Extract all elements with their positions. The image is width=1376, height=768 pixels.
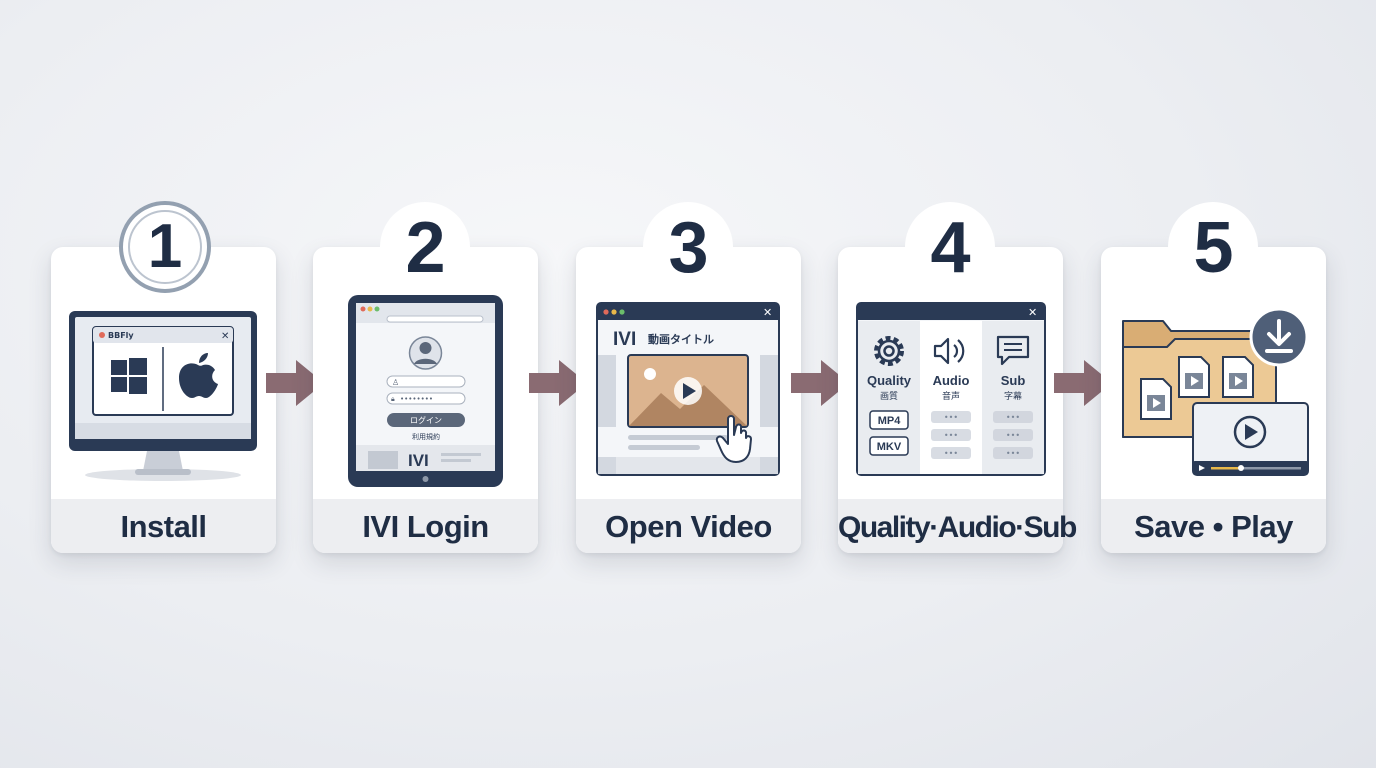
arrow-right-icon xyxy=(1054,360,1112,406)
step-number: 1 xyxy=(147,212,183,281)
step-label: Save • Play xyxy=(1134,509,1293,544)
user-icon xyxy=(408,336,443,370)
svg-text:🔒︎: 🔒︎ xyxy=(391,395,395,403)
audio-option[interactable] xyxy=(931,447,971,459)
format-mkv-button[interactable] xyxy=(869,436,909,456)
video-player[interactable] xyxy=(1192,402,1309,476)
play-icon xyxy=(674,377,702,405)
settings-window-illustration: ✕ Quality 画質 MP4 MKV Audio 音声 ••• ••• ••… xyxy=(856,302,1046,476)
svg-text:✕: ✕ xyxy=(221,331,229,342)
windows-icon xyxy=(111,358,147,394)
subtitle-option[interactable] xyxy=(993,411,1033,423)
svg-text:•••: ••• xyxy=(1006,413,1020,422)
step-number-badge: 1 xyxy=(119,201,211,293)
step-card-quality-audio-sub: 4 ✕ Quality 画質 MP4 MKV Audio 音声 ••• ••• xyxy=(838,202,1077,553)
audio-option[interactable] xyxy=(931,411,971,423)
svg-text:•••: ••• xyxy=(944,449,958,458)
login-button[interactable] xyxy=(387,413,465,427)
audio-subtitle: 音声 xyxy=(942,390,960,402)
step-label: Quality·Audio·Sub xyxy=(838,511,1077,544)
sub-subtitle: 字幕 xyxy=(1004,390,1022,402)
download-icon[interactable] xyxy=(1249,307,1309,367)
step-card-ivi-login: 2 ♙ 🔒︎ •••••••• ログイン 利用規約 IVI IVI Login xyxy=(313,202,538,553)
tablet-illustration: ♙ 🔒︎ •••••••• ログイン 利用規約 IVI xyxy=(348,295,503,487)
svg-text:•••: ••• xyxy=(944,413,958,422)
svg-text:♙: ♙ xyxy=(392,378,399,387)
svg-text:•••: ••• xyxy=(944,431,958,440)
play-icon[interactable] xyxy=(1233,415,1267,449)
save-play-illustration xyxy=(1122,307,1309,476)
app-name: BBFly xyxy=(108,331,134,340)
svg-text:••••••••: •••••••• xyxy=(400,395,433,403)
step-card-save-play: 5 xyxy=(1101,202,1326,553)
speaker-icon xyxy=(933,337,965,365)
step-card-install: 1 BBFly ✕ Install xyxy=(51,201,276,553)
step-card-open-video: 3 ✕ IVI 動画タイトル Open Video xyxy=(576,202,801,553)
quality-title: Quality xyxy=(867,373,912,388)
step-label: IVI Login xyxy=(362,509,489,544)
step-label: Open Video xyxy=(605,509,772,544)
step-number: 3 xyxy=(668,208,709,288)
arrow-right-icon xyxy=(529,360,587,406)
video-page-illustration: ✕ IVI 動画タイトル xyxy=(596,302,780,476)
step-number: 5 xyxy=(1193,208,1234,288)
audio-option[interactable] xyxy=(931,429,971,441)
login-button-label: ログイン xyxy=(410,415,442,425)
svg-text:•••: ••• xyxy=(1006,449,1020,458)
format-mp4-label: MP4 xyxy=(878,415,902,427)
audio-title: Audio xyxy=(933,373,970,388)
arrow-right-icon xyxy=(791,360,849,406)
apple-icon xyxy=(179,353,218,398)
arrow-right-icon xyxy=(266,360,324,406)
step-number: 2 xyxy=(405,208,446,288)
hand-cursor-icon xyxy=(715,415,752,463)
step-label: Install xyxy=(120,509,207,544)
video-title: 動画タイトル xyxy=(648,332,714,346)
svg-text:•••: ••• xyxy=(1006,431,1020,440)
sub-title: Sub xyxy=(1001,373,1026,388)
ivi-logo: IVI xyxy=(408,451,429,470)
format-mp4-button[interactable] xyxy=(869,410,909,430)
subtitle-option[interactable] xyxy=(993,447,1033,459)
quality-subtitle: 画質 xyxy=(880,390,898,402)
format-mkv-label: MKV xyxy=(877,441,902,453)
monitor-illustration: BBFly ✕ xyxy=(69,311,257,481)
step-number: 4 xyxy=(930,208,971,288)
ivi-logo: IVI xyxy=(613,329,636,350)
svg-text:✕: ✕ xyxy=(763,306,772,319)
svg-text:✕: ✕ xyxy=(1028,306,1037,319)
terms-link[interactable]: 利用規約 xyxy=(412,432,440,441)
gear-icon xyxy=(874,336,904,366)
speech-bubble-icon xyxy=(996,335,1030,366)
subtitle-option[interactable] xyxy=(993,429,1033,441)
